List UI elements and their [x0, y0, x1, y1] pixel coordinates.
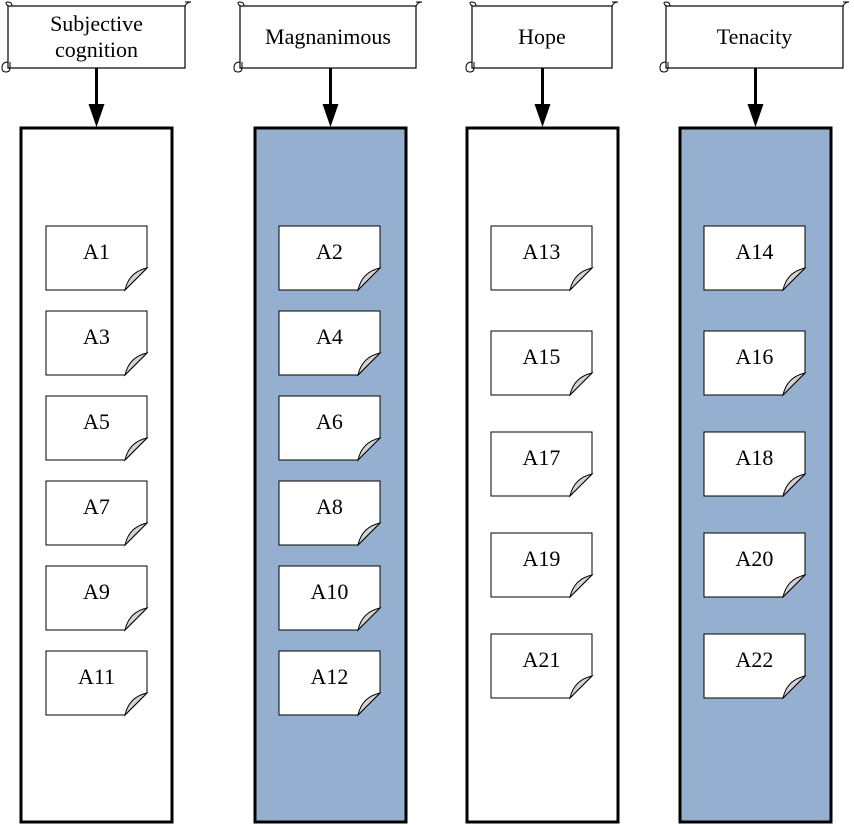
- page-fold-icon: [569, 675, 594, 700]
- item-label: A16: [736, 344, 774, 369]
- header-label-line: Subjective: [50, 11, 143, 36]
- item-label: A12: [311, 664, 349, 689]
- scroll-curl-icon: [659, 61, 669, 73]
- item-card: A10: [278, 565, 382, 632]
- scroll-curl-icon: [237, 1, 245, 7]
- item-card: A9: [45, 565, 149, 632]
- scroll-curl-icon: [663, 1, 671, 7]
- page-fold-icon: [782, 473, 807, 498]
- item-label: A10: [311, 579, 349, 604]
- item-label: A15: [523, 344, 561, 369]
- page-fold-icon: [782, 574, 807, 599]
- scroll-curl-icon: [233, 61, 243, 73]
- page-fold-icon: [782, 267, 807, 292]
- item-label: A6: [316, 409, 343, 434]
- item-label: A9: [83, 579, 110, 604]
- item-label: A11: [78, 664, 115, 689]
- down-arrow-icon: [747, 68, 764, 127]
- down-arrow-icon: [88, 68, 105, 127]
- item-card: A2: [278, 225, 382, 292]
- item-label: A22: [736, 647, 774, 672]
- item-card: A11: [45, 650, 149, 717]
- down-arrow-icon: [322, 68, 339, 127]
- page-fold-icon: [124, 267, 149, 292]
- item-label: A17: [523, 445, 561, 470]
- item-card: A17: [490, 431, 594, 498]
- page-fold-icon: [357, 267, 382, 292]
- page-fold-icon: [124, 352, 149, 377]
- item-label: A21: [523, 647, 561, 672]
- item-card: A6: [278, 395, 382, 462]
- item-card: A22: [703, 633, 807, 700]
- item-label: A8: [316, 494, 343, 519]
- item-card: A12: [278, 650, 382, 717]
- item-card: A4: [278, 310, 382, 377]
- page-fold-icon: [124, 522, 149, 547]
- header-label-line: Hope: [518, 24, 566, 49]
- item-label: A20: [736, 546, 774, 571]
- scroll-curl-icon: [1, 61, 11, 73]
- scroll-header: Magnanimous: [233, 1, 423, 73]
- page-fold-icon: [782, 675, 807, 700]
- page-fold-icon: [569, 372, 594, 397]
- item-label: A5: [83, 409, 110, 434]
- scroll-curl-icon: [469, 1, 477, 7]
- page-fold-icon: [124, 437, 149, 462]
- item-card: A20: [703, 532, 807, 599]
- item-label: A19: [523, 546, 561, 571]
- item-card: A7: [45, 480, 149, 547]
- header-label-line: Tenacity: [717, 24, 792, 49]
- scroll-header: Tenacity: [659, 1, 850, 73]
- item-card: A1: [45, 225, 149, 292]
- item-card: A5: [45, 395, 149, 462]
- item-label: A18: [736, 445, 774, 470]
- item-label: A3: [83, 324, 110, 349]
- item-label: A4: [316, 324, 343, 349]
- page-fold-icon: [357, 437, 382, 462]
- item-card: A13: [490, 225, 594, 292]
- page-fold-icon: [357, 522, 382, 547]
- page-fold-icon: [124, 692, 149, 717]
- page-fold-icon: [569, 574, 594, 599]
- page-fold-icon: [569, 473, 594, 498]
- page-fold-icon: [124, 607, 149, 632]
- page-fold-icon: [357, 692, 382, 717]
- item-card: A3: [45, 310, 149, 377]
- item-label: A13: [523, 239, 561, 264]
- page-fold-icon: [357, 352, 382, 377]
- page-fold-icon: [782, 372, 807, 397]
- item-label: A14: [736, 239, 774, 264]
- item-label: A2: [316, 239, 343, 264]
- scroll-curl-icon: [5, 1, 13, 7]
- item-card: A14: [703, 225, 807, 292]
- item-label: A1: [83, 239, 110, 264]
- item-card: A18: [703, 431, 807, 498]
- header-label-line: Magnanimous: [265, 24, 391, 49]
- scroll-header: Hope: [465, 1, 619, 73]
- page-fold-icon: [357, 607, 382, 632]
- scroll-curl-icon: [465, 61, 475, 73]
- item-card: A8: [278, 480, 382, 547]
- item-card: A21: [490, 633, 594, 700]
- item-card: A16: [703, 330, 807, 397]
- item-label: A7: [83, 494, 110, 519]
- header-label-line: cognition: [55, 37, 138, 62]
- down-arrow-icon: [534, 68, 551, 127]
- item-card: A15: [490, 330, 594, 397]
- page-fold-icon: [569, 267, 594, 292]
- item-card: A19: [490, 532, 594, 599]
